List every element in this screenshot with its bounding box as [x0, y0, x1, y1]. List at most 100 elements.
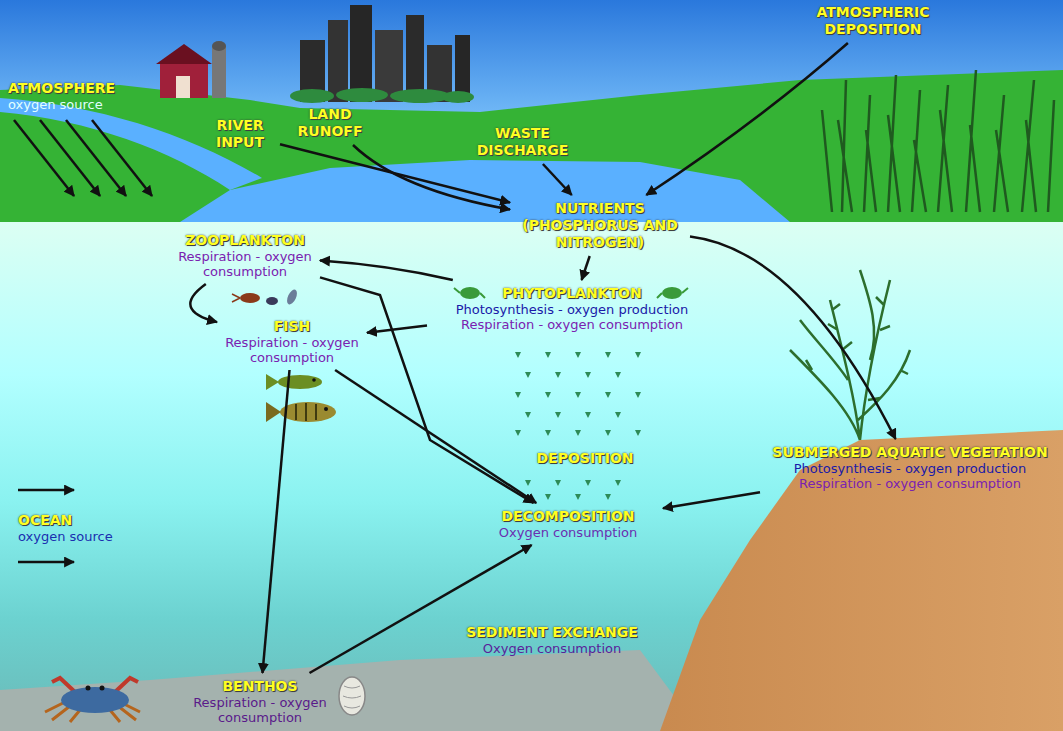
silo-top	[212, 41, 226, 51]
node-heading: PHYTOPLANKTON	[432, 285, 712, 302]
node-heading: ATMOSPHERE	[8, 80, 128, 97]
shell	[339, 677, 365, 715]
node-heading: ATMOSPHERIC DEPOSITION	[808, 4, 938, 38]
fish-eye	[324, 407, 328, 411]
flow-arrow	[263, 370, 290, 673]
oxygen-source-label: ATMOSPHEREoxygen source	[8, 80, 128, 112]
zooplankton-legs	[232, 294, 240, 302]
fish	[278, 375, 322, 389]
node-heading: BENTHOS	[190, 678, 330, 695]
zooplankton	[240, 293, 260, 303]
tree	[290, 89, 334, 103]
fish-eye	[312, 378, 316, 382]
building	[328, 20, 348, 102]
tree	[442, 91, 474, 103]
organism-group: PHYTOPLANKTONPhotosynthesis - oxygen pro…	[432, 285, 712, 332]
land	[0, 70, 1063, 222]
zooplankton-figures	[232, 288, 299, 306]
organism-group: BENTHOSRespiration - oxygen consumption	[190, 678, 330, 725]
building	[406, 15, 424, 102]
deposition-particles	[515, 352, 641, 500]
phytoplankton	[460, 287, 480, 299]
flow-arrow	[190, 284, 217, 322]
node-note: Respiration - oxygen consumption	[222, 335, 362, 365]
barn	[156, 41, 226, 98]
organism-group: ZOOPLANKTONRespiration - oxygen consumpt…	[175, 232, 315, 279]
flow-arrow	[646, 43, 848, 195]
fish-stripes	[296, 403, 316, 421]
phytoplankton-tail	[454, 288, 485, 298]
oxygen-arrow	[40, 120, 100, 196]
zooplankton	[285, 288, 299, 306]
crab-eye	[86, 686, 91, 691]
node-heading: ZOOPLANKTON	[175, 232, 315, 249]
barn-wall	[160, 62, 208, 98]
city	[290, 5, 474, 103]
node-note: oxygen source	[8, 97, 128, 112]
flow-arrow	[320, 260, 453, 280]
flow-arrow	[335, 370, 536, 503]
oxygen-arrow	[66, 120, 126, 196]
shell-body	[339, 677, 365, 715]
nutrient-pool: NUTRIENTS (PHOSPHORUS AND NITROGEN)	[515, 200, 685, 251]
node-heading: DECOMPOSITION	[478, 508, 658, 525]
silo	[212, 46, 226, 98]
node-note: Photosynthesis - oxygen production	[765, 461, 1055, 476]
node-heading: SEDIMENT EXCHANGE	[432, 624, 672, 641]
node-note: oxygen source	[18, 529, 128, 544]
oxygen-arrow	[14, 120, 74, 196]
aquatic-plant	[790, 270, 910, 440]
marsh-grass	[822, 70, 1054, 212]
flow-arrow	[367, 326, 427, 333]
source-label: WASTE DISCHARGE	[470, 125, 575, 159]
tree	[336, 88, 388, 102]
node-note: Respiration - oxygen consumption	[190, 695, 330, 725]
crab-eye	[100, 686, 105, 691]
node-heading: FISH	[222, 318, 362, 335]
organism-group: FISHRespiration - oxygen consumption	[222, 318, 362, 365]
phytoplankton-tail	[657, 288, 688, 298]
water	[0, 222, 1063, 731]
oxygen-source-label: OCEANoxygen source	[18, 512, 128, 544]
zooplankton	[266, 297, 278, 305]
node-note: Respiration - oxygen consumption	[432, 317, 712, 332]
node-heading: RIVER INPUT	[205, 117, 275, 151]
process-label: DECOMPOSITIONOxygen consumption	[478, 508, 658, 540]
stage-label: DEPOSITION	[515, 450, 655, 467]
bay-surface	[180, 160, 790, 222]
flow-arrow	[543, 164, 572, 195]
flow-arrow	[582, 256, 590, 280]
fish	[280, 402, 336, 422]
crab-body	[61, 687, 129, 713]
node-heading: NUTRIENTS (PHOSPHORUS AND NITROGEN)	[515, 200, 685, 251]
source-label: LAND RUNOFF	[290, 106, 370, 140]
crab	[45, 678, 140, 722]
node-note: Photosynthesis - oxygen production	[432, 302, 712, 317]
phytoplankton	[662, 287, 682, 299]
shell-ridges	[343, 686, 361, 708]
node-heading: LAND RUNOFF	[290, 106, 370, 140]
node-note: Oxygen consumption	[478, 525, 658, 540]
shore-slope	[660, 430, 1063, 731]
node-note: Respiration - oxygen consumption	[175, 249, 315, 279]
organism-group: SUBMERGED AQUATIC VEGETATIONPhotosynthes…	[765, 444, 1055, 491]
oxygen-arrow	[18, 561, 74, 564]
flow-arrow	[663, 492, 760, 508]
atmosphere-arrows	[14, 120, 152, 196]
fish-figures	[266, 374, 336, 422]
node-note: Respiration - oxygen consumption	[765, 476, 1055, 491]
node-heading: WASTE DISCHARGE	[470, 125, 575, 159]
node-heading: OCEAN	[18, 512, 128, 529]
flow-arrow	[690, 237, 896, 440]
barn-roof	[156, 44, 212, 64]
building	[350, 5, 372, 102]
tree	[390, 89, 450, 103]
oxygen-arrow	[92, 120, 152, 196]
fish-tail	[266, 374, 279, 390]
sediment-floor	[0, 650, 700, 731]
barn-door	[176, 76, 190, 98]
node-note: Oxygen consumption	[432, 641, 672, 656]
